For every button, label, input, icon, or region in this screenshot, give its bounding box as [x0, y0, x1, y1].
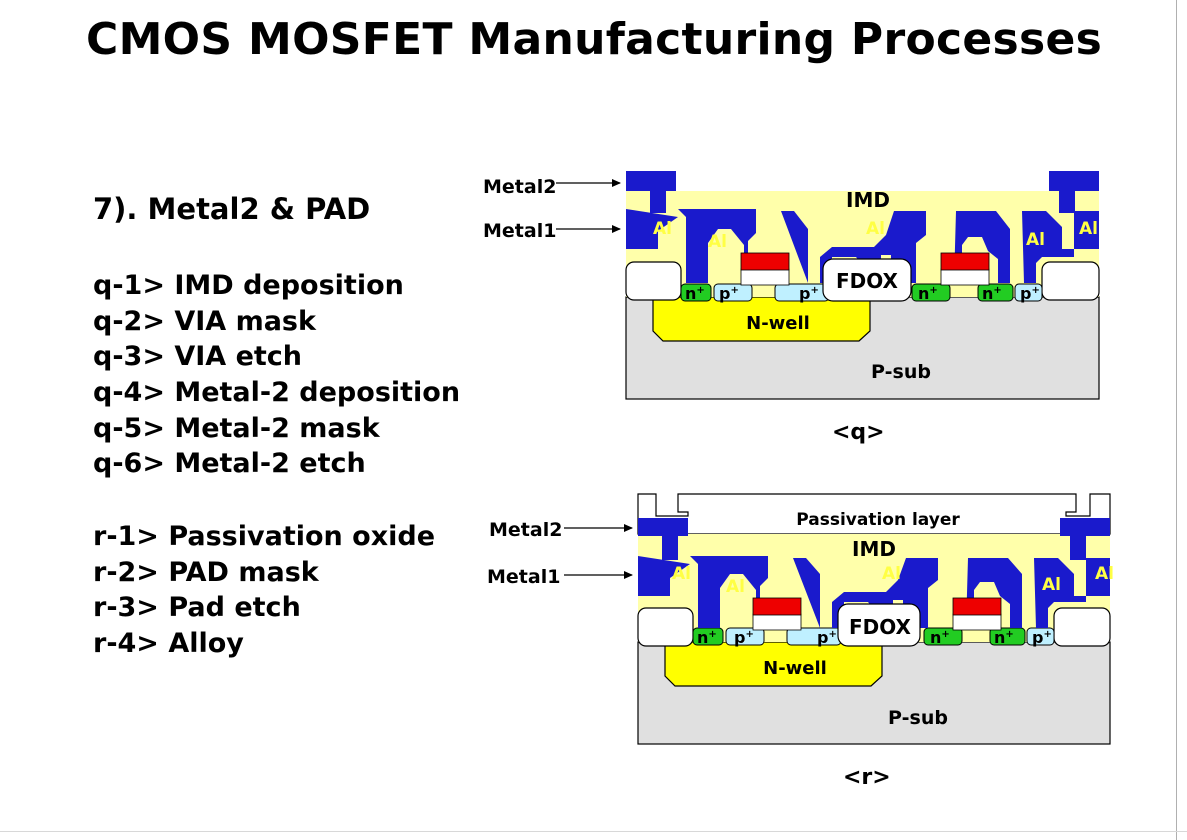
gate-oxide [740, 268, 790, 286]
al-label: Al [866, 219, 885, 239]
cross-section-q: IMD Al Al Al Al Al FDOX N-well P-sub n+ … [625, 171, 1100, 400]
n-plus-label: n+ [685, 284, 705, 303]
gate-poly [752, 597, 802, 616]
field-oxide-right [1041, 261, 1100, 301]
cross-section-diagram-r: Passivation layer IMD Al Al Al Al Al FDO… [487, 493, 1114, 745]
section-heading: 7). Metal2 & PAD [93, 192, 371, 226]
step-q-5: q-5> Metal-2 mask [93, 412, 380, 444]
slide-right-border [1176, 0, 1177, 840]
al-label: Al [882, 564, 901, 584]
n-well-label: N-well [746, 313, 810, 334]
step-q-4: q-4> Metal-2 deposition [93, 377, 461, 409]
metal1-line [638, 556, 768, 628]
n-plus-label: n+ [994, 628, 1014, 647]
fdox-region [822, 258, 912, 302]
p-sub-label: P-sub [888, 707, 948, 729]
step-r-4: r-4> Alloy [93, 628, 244, 660]
p-plus-label: p+ [1020, 284, 1040, 303]
field-oxide-left [625, 261, 682, 301]
fdox-region [837, 603, 921, 647]
metal1-callout-label: Metal1 [487, 566, 560, 588]
gate-poly [952, 597, 1002, 616]
cross-section-r: Passivation layer IMD Al Al Al Al Al FDO… [637, 493, 1114, 745]
n-plus-junction [680, 283, 712, 302]
al-label: Al [653, 219, 672, 239]
fdox-label: FDOX [836, 269, 899, 293]
diagram-r-caption: <r> [843, 765, 891, 790]
n-plus-junction [977, 283, 1014, 302]
n-plus-label: n+ [930, 628, 950, 647]
metal1-line [1022, 211, 1099, 283]
step-r-3: r-3> Pad etch [93, 592, 301, 624]
p-plus-label: p+ [734, 628, 754, 647]
p-plus-junction [725, 627, 765, 646]
passivation-label: Passivation layer [796, 510, 960, 530]
gate-oxide [940, 268, 990, 286]
gate-oxide [752, 613, 802, 631]
metal2-via-right [1059, 191, 1075, 213]
metal2-via-left [662, 536, 678, 560]
diagram-q-caption: <q> [832, 420, 885, 445]
metal2-pad-left [638, 518, 688, 536]
al-label: Al [672, 564, 691, 584]
step-q-3: q-3> VIA etch [93, 341, 303, 373]
al-label: Al [708, 232, 727, 252]
field-oxide-left [637, 607, 694, 647]
p-plus-label: p+ [719, 284, 739, 303]
al-label: Al [1042, 575, 1061, 595]
step-r-2: r-2> PAD mask [93, 556, 319, 588]
n-plus-label: n+ [918, 284, 938, 303]
steps-list-r: r-1> Passivation oxide r-2> PAD mask r-3… [93, 519, 435, 662]
n-plus-label: n+ [982, 284, 1002, 303]
cross-section-diagram-q: IMD Al Al Al Al Al FDOX N-well P-sub n+ … [483, 171, 1100, 400]
metal1-line [1034, 558, 1110, 628]
metal2-via-right [1070, 536, 1086, 560]
metal2-pad-left [626, 171, 676, 191]
steps-list-q: q-1> IMD deposition q-2> VIA mask q-3> V… [93, 268, 460, 482]
al-label: Al [726, 577, 745, 597]
metal1-line [626, 209, 756, 283]
gate-poly [940, 252, 990, 271]
n-plus-junction [989, 627, 1026, 646]
al-label: Al [1079, 219, 1098, 239]
al-label: Al [1095, 564, 1114, 584]
p-plus-label: p+ [1032, 628, 1052, 647]
metal2-callout-label: Metal2 [483, 176, 556, 198]
al-label: Al [1026, 230, 1045, 250]
p-plus-junction [713, 283, 753, 302]
step-r-1: r-1> Passivation oxide [93, 521, 436, 552]
n-plus-junction [911, 283, 951, 302]
slide-bottom-border [0, 831, 1187, 832]
p-plus-label: p+ [817, 628, 837, 647]
imd-label: IMD [846, 188, 890, 212]
imd-label: IMD [852, 537, 896, 561]
metal2-via-left [650, 191, 666, 213]
step-q-1: q-1> IMD deposition [93, 270, 404, 301]
metal1-line [781, 211, 926, 283]
passivation-layer [637, 493, 1111, 535]
metal2-pad-right [1049, 171, 1099, 191]
metal2-callout-label: Metal2 [489, 519, 562, 541]
slide-title: CMOS MOSFET Manufacturing Processes [86, 14, 1103, 65]
fdox-label: FDOX [849, 615, 912, 639]
step-q-6: q-6> Metal-2 etch [93, 448, 366, 480]
metal1-line [793, 558, 938, 628]
field-oxide-right [1053, 607, 1111, 647]
n-plus-junction [923, 627, 963, 646]
metal1-line [954, 211, 1010, 283]
metal1-callout-label: Metal1 [483, 220, 556, 242]
n-well-label: N-well [763, 658, 827, 679]
p-plus-label: p+ [799, 284, 819, 303]
p-sub-label: P-sub [871, 361, 931, 383]
metal2-pad-right [1060, 518, 1110, 536]
p-plus-junction [1014, 283, 1043, 302]
n-plus-label: n+ [697, 628, 717, 647]
gate-poly [740, 252, 790, 271]
step-q-2: q-2> VIA mask [93, 305, 316, 337]
metal1-line [966, 558, 1022, 628]
